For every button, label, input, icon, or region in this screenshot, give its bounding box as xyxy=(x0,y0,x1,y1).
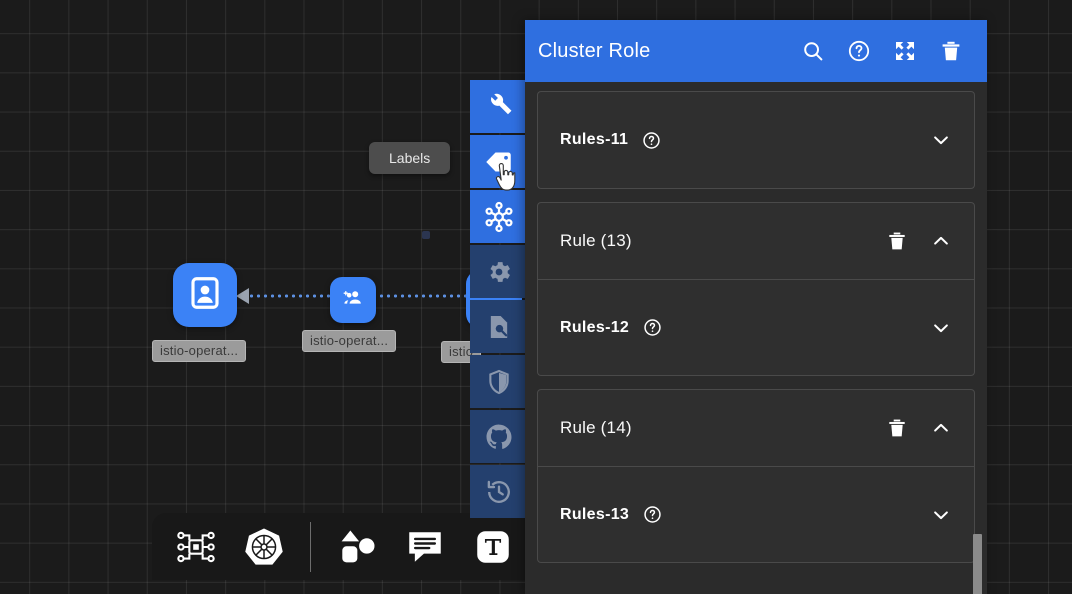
history-icon xyxy=(485,478,513,506)
chip-icon[interactable] xyxy=(174,525,218,569)
node-label: istio-operat... xyxy=(302,330,397,352)
panel-header: Cluster Role xyxy=(525,20,987,82)
chevron-down-icon[interactable] xyxy=(930,504,952,526)
panel-header-actions xyxy=(801,39,963,63)
rules-label: Rules-11 xyxy=(560,131,629,148)
rule-title: Rule (14) xyxy=(560,418,632,437)
help-icon[interactable] xyxy=(643,318,662,337)
service-account-node[interactable] xyxy=(173,263,237,327)
rules-row[interactable]: Rules-12 xyxy=(538,280,974,375)
badge-icon xyxy=(187,275,223,316)
shield-icon xyxy=(485,368,513,396)
delete-icon[interactable] xyxy=(939,39,963,63)
vertical-toolbar xyxy=(470,80,528,518)
rules-card[interactable]: Rules-11 xyxy=(537,91,975,189)
role-binding-node[interactable] xyxy=(330,277,376,323)
rules-label: Rules-13 xyxy=(560,505,630,523)
node-label: istio-operat... xyxy=(152,340,247,362)
group-add-icon xyxy=(341,286,365,315)
toolbar-item-github[interactable] xyxy=(470,410,528,463)
hub-icon xyxy=(483,201,515,233)
toolbar-divider xyxy=(310,521,311,572)
page-title: Cluster Role xyxy=(538,39,651,62)
search-icon[interactable] xyxy=(801,39,825,63)
delete-icon[interactable] xyxy=(886,230,908,252)
toolbar-item-history[interactable] xyxy=(470,465,528,518)
graph-edge xyxy=(248,294,348,298)
graph-edge xyxy=(378,294,483,298)
rule-card[interactable]: Rule (14) xyxy=(537,389,975,563)
toolbar-item-settings[interactable] xyxy=(470,245,528,298)
rule-header[interactable]: Rule (14) xyxy=(538,390,974,467)
rules-row[interactable]: Rules-13 xyxy=(538,467,974,562)
gear-icon xyxy=(485,258,513,286)
shapes-icon[interactable] xyxy=(335,525,379,569)
chevron-up-icon[interactable] xyxy=(930,230,952,252)
cluster-role-panel: Cluster Role xyxy=(525,20,987,594)
canvas-dot xyxy=(422,231,430,239)
comment-icon[interactable] xyxy=(403,525,447,569)
rule-header[interactable]: Rule (13) xyxy=(538,203,974,280)
graph-edge-arrow-icon xyxy=(236,288,249,304)
help-icon[interactable] xyxy=(847,39,871,63)
chevron-down-icon[interactable] xyxy=(930,317,952,339)
kubernetes-icon[interactable] xyxy=(242,525,286,569)
document-search-icon xyxy=(485,313,513,341)
wrench-icon xyxy=(485,93,513,121)
help-icon[interactable] xyxy=(642,131,661,150)
toolbar-item-security[interactable] xyxy=(470,355,528,408)
bottom-toolbar xyxy=(152,513,537,580)
panel-scrollbar-thumb[interactable] xyxy=(973,534,982,594)
panel-scrollbar-track[interactable] xyxy=(973,82,985,594)
expand-icon[interactable] xyxy=(893,39,917,63)
rule-card[interactable]: Rule (13) xyxy=(537,202,975,376)
text-icon[interactable] xyxy=(471,525,515,569)
toolbar-item-topology[interactable] xyxy=(470,190,528,243)
delete-icon[interactable] xyxy=(886,417,908,439)
github-icon xyxy=(485,423,513,451)
toolbar-item-tools[interactable] xyxy=(470,80,528,133)
rule-title: Rule (13) xyxy=(560,231,632,250)
rules-label: Rules-12 xyxy=(560,318,630,336)
tag-icon xyxy=(484,147,514,177)
panel-body[interactable]: Rules-11 xyxy=(525,82,987,594)
toolbar-item-labels[interactable] xyxy=(470,135,528,191)
chevron-up-icon[interactable] xyxy=(930,417,952,439)
toolbar-item-logs[interactable] xyxy=(470,300,528,353)
help-icon[interactable] xyxy=(643,505,662,524)
labels-tooltip: Labels xyxy=(369,142,451,174)
chevron-down-icon[interactable] xyxy=(930,129,952,151)
